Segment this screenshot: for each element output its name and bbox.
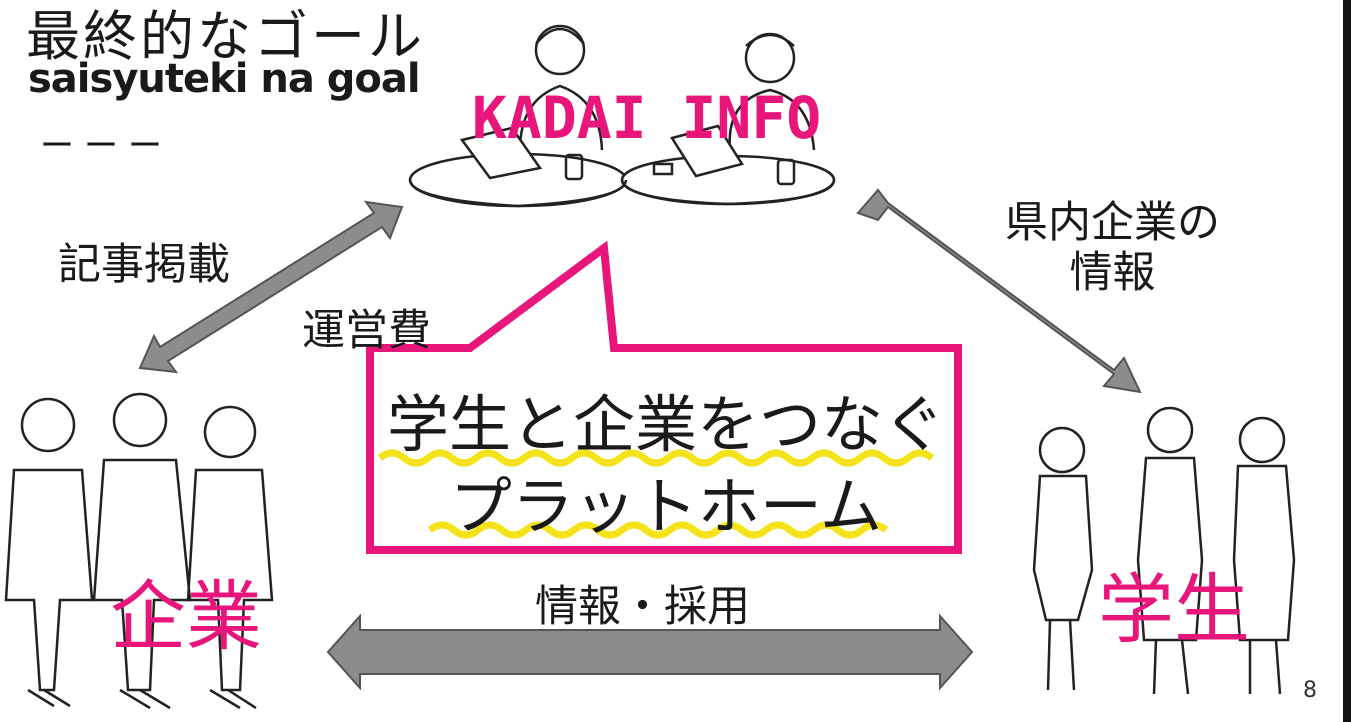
- label-pref-line1: 県内企業の: [1005, 198, 1220, 248]
- bubble-line1: 学生と企業をつなぐ: [386, 388, 945, 461]
- label-fee: 運営費: [302, 306, 431, 356]
- title-divider: ーーー: [40, 126, 172, 166]
- businessmen-icon: [4, 392, 274, 710]
- slide-subtitle: saisyuteki na goal: [28, 56, 421, 102]
- bubble-text: 学生と企業をつなぐ プラットホーム: [372, 384, 960, 548]
- speech-bubble: [366, 240, 962, 554]
- slide-title: 最終的なゴール: [26, 5, 425, 68]
- bubble-line2: プラットホーム: [449, 470, 883, 543]
- label-student: 学生: [1098, 565, 1250, 654]
- label-pref-companies: 県内企業の 情報: [1005, 198, 1220, 298]
- people-at-table-icon: [408, 24, 836, 208]
- wavy-underline-2: [427, 521, 889, 539]
- label-article: 記事掲載: [58, 240, 230, 290]
- page-number: 8: [1303, 678, 1317, 703]
- students-icon: [1032, 406, 1296, 695]
- brand-name: KADAI INFO: [472, 84, 822, 152]
- wavy-underline-1: [377, 449, 935, 467]
- label-info-recruit: 情報・採用: [535, 582, 750, 632]
- double-arrow-icon: [138, 188, 1142, 691]
- label-pref-line2: 情報: [1069, 248, 1156, 298]
- slide-edge: [1343, 0, 1351, 722]
- label-company: 企業: [110, 572, 262, 661]
